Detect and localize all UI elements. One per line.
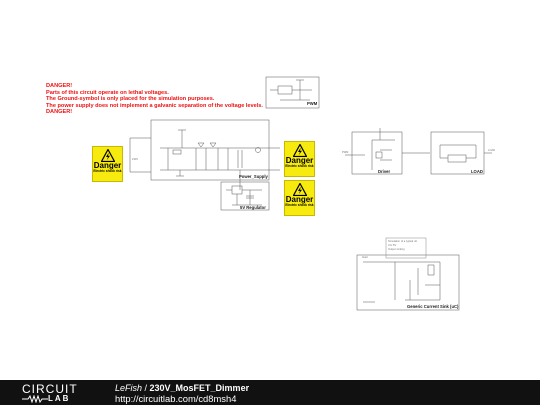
danger-sign-subtitle: Electric shock risk (285, 203, 314, 207)
high-voltage-warning-icon (292, 144, 307, 157)
driver-label: Driver (378, 169, 391, 174)
circuit-meta: LeFish / 230V_MosFET_Dimmer http://circu… (115, 383, 249, 404)
regulator-label: 5V Regulator (240, 205, 266, 210)
title-separator: / (142, 383, 150, 393)
warning-line: The power supply does not implement a ga… (46, 102, 263, 109)
svg-text:LOAD: LOAD (488, 148, 495, 152)
power-supply-block (150, 119, 270, 181)
warning-line: Parts of this circuit operate on lethal … (46, 89, 169, 96)
author-name[interactable]: LeFish (115, 383, 143, 393)
svg-text:230V: 230V (132, 157, 138, 161)
warning-line: DANGER! (46, 83, 73, 89)
circuit-title[interactable]: 230V_MosFET_Dimmer (149, 383, 250, 393)
svg-text:Output sinking: Output sinking (388, 247, 405, 251)
driver-block (351, 131, 403, 175)
power-supply-label: Power_Supply (239, 174, 268, 179)
current-sink-block (356, 254, 460, 311)
circuit-url-link[interactable]: http://circuitlab.com/cd8msh4 (115, 392, 237, 404)
pwm-block (265, 76, 320, 109)
danger-sign: Danger Electric shock risk (284, 180, 315, 216)
warning-line: The Ground-symbol is only placed for the… (46, 96, 215, 103)
warning-line: DANGER! (46, 109, 73, 116)
danger-sign-title: Danger (285, 195, 314, 204)
svg-text:Vcc 5V: Vcc 5V (388, 243, 396, 247)
svg-text:Iload: Iload (362, 255, 368, 259)
danger-sign-subtitle: Electric shock risk (93, 169, 122, 173)
danger-sign-subtitle: Electric shock risk (285, 164, 314, 168)
pwm-label: PWM (307, 101, 318, 106)
danger-sign: Danger Electric shock risk (284, 141, 315, 177)
schematic-canvas: 230V PWM Iload Simulation of a typical u… (129, 76, 495, 311)
regulator-block (220, 181, 270, 211)
svg-text:PWM: PWM (342, 150, 348, 154)
danger-sign: Danger Electric shock risk (92, 146, 123, 182)
current-sink-label: Generic Current Sink (uC) (407, 304, 459, 309)
circuitlab-logo[interactable]: CIRCUIT LAB (22, 383, 94, 403)
danger-sign-title: Danger (285, 156, 314, 165)
resistor-logo-icon (22, 395, 48, 403)
svg-text:Simulation of a typical uC: Simulation of a typical uC (388, 239, 417, 243)
footer-bar: CIRCUIT LAB LeFish / 230V_MosFET_Dimmer … (0, 380, 540, 405)
logo-text-bottom: LAB (48, 394, 71, 403)
high-voltage-warning-icon (292, 183, 307, 196)
load-label: LOAD (471, 169, 483, 174)
danger-sign-title: Danger (93, 161, 122, 170)
danger-warning-text: DANGER! Parts of this circuit operate on… (46, 83, 263, 116)
high-voltage-warning-icon (100, 149, 115, 162)
logo-text-top: CIRCUIT (22, 382, 78, 396)
